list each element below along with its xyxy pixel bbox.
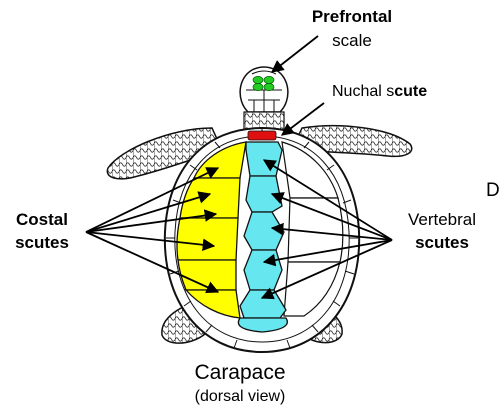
- prefrontal-label-line2: scale: [332, 31, 372, 50]
- vertebral-label-line2: scutes: [415, 233, 469, 252]
- nuchal-label-prefix: Nuchal s: [332, 83, 394, 100]
- prefrontal-label-line1: Prefrontal: [312, 7, 392, 26]
- costal-label-line1: Costal: [16, 210, 68, 229]
- nuchal-label: Nuchal scute: [332, 83, 427, 100]
- head: [240, 67, 288, 132]
- prefrontal-arrow: [272, 36, 318, 72]
- edge-letter: D: [486, 180, 500, 201]
- nuchal-label-bold: cute: [394, 83, 427, 100]
- caption-line2: (dorsal view): [195, 388, 286, 405]
- caption-line1: Carapace: [194, 361, 285, 384]
- nuchal-scute: [248, 131, 276, 140]
- costal-label-line2: scutes: [15, 233, 69, 252]
- vertebral-label-line1: Vertebral: [408, 210, 476, 229]
